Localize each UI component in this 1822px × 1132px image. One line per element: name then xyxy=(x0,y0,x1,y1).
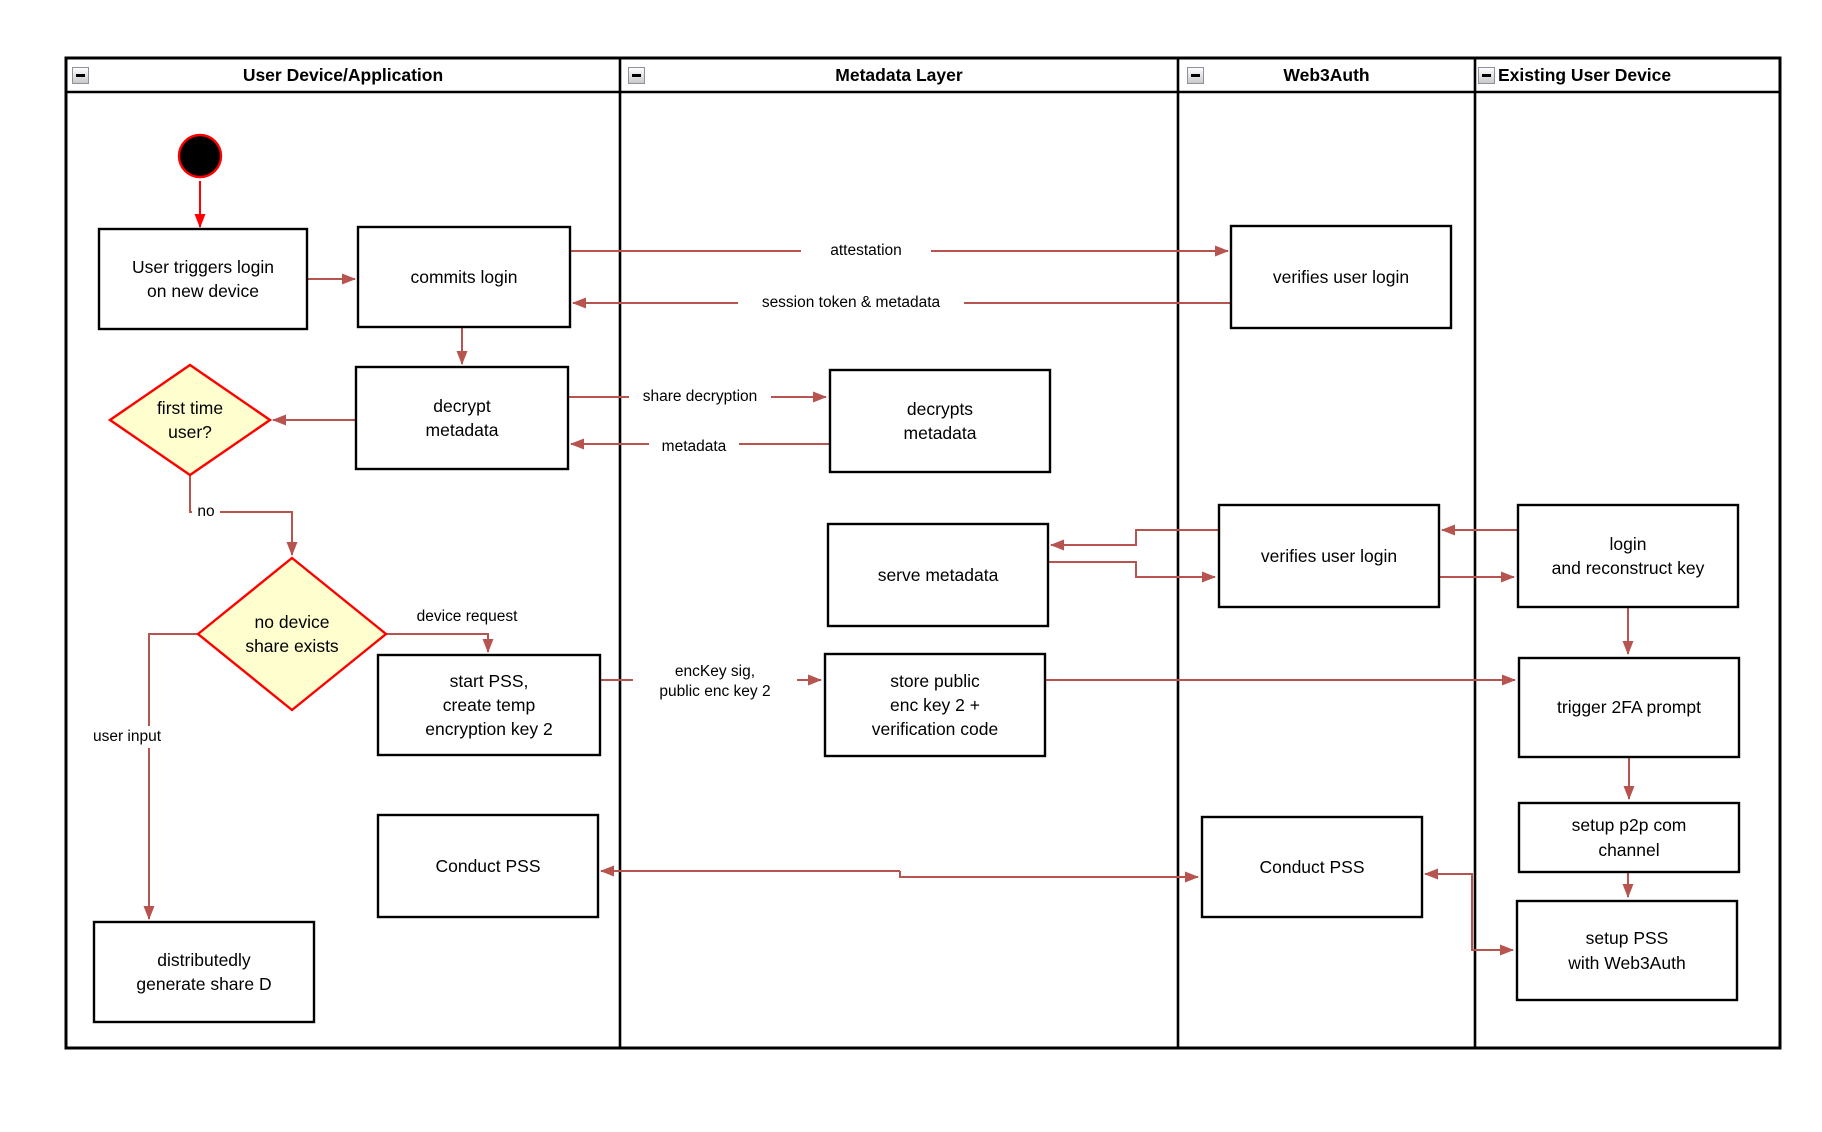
edge-verifies-to-serve xyxy=(1050,529,1219,551)
node-commits-login[interactable] xyxy=(356,225,572,329)
collapse-lane-button-metadata-layer[interactable] xyxy=(628,67,645,84)
collapse-lane-button-user-device[interactable] xyxy=(72,67,89,84)
node-decrypts-metadata[interactable] xyxy=(828,368,1052,474)
node-verifies-user-login-top[interactable] xyxy=(1229,224,1453,330)
node-trigger-2fa[interactable] xyxy=(1517,656,1741,759)
minus-icon xyxy=(1191,74,1200,77)
edge-user-input xyxy=(143,633,198,920)
edge-device-request xyxy=(386,633,494,653)
minus-icon xyxy=(1482,74,1491,77)
node-user-triggers-login[interactable] xyxy=(97,227,309,331)
node-setup-p2p[interactable] xyxy=(1517,801,1741,874)
node-conduct-pss-web3auth[interactable] xyxy=(1200,815,1424,919)
node-setup-pss[interactable] xyxy=(1515,899,1739,1002)
collapse-lane-button-existing-user-device[interactable] xyxy=(1478,67,1495,84)
swimlane-frame xyxy=(64,56,1782,1050)
edge-conductpss-device-to-web3auth xyxy=(899,871,1199,883)
start-node[interactable] xyxy=(177,133,223,179)
collapse-lane-button-web3auth[interactable] xyxy=(1187,67,1204,84)
node-conduct-pss-device[interactable] xyxy=(376,813,600,919)
edge-conductpss-to-setuppss xyxy=(1471,874,1514,956)
edge-setuppss-to-conductpss xyxy=(1424,868,1473,950)
minus-icon xyxy=(632,74,641,77)
decision-first-time-user[interactable] xyxy=(107,363,273,477)
node-verifies-user-login-mid[interactable] xyxy=(1217,503,1441,609)
node-store-public-key[interactable] xyxy=(823,652,1047,758)
decision-no-device-share[interactable] xyxy=(196,556,388,712)
node-start-pss[interactable] xyxy=(376,653,602,757)
node-generate-share-d[interactable] xyxy=(92,920,316,1024)
node-login-reconstruct[interactable] xyxy=(1516,503,1740,609)
edge-no-branch xyxy=(189,475,298,556)
node-serve-metadata[interactable] xyxy=(826,522,1050,628)
minus-icon xyxy=(76,74,85,77)
edge-serve-to-verifies xyxy=(1048,561,1216,583)
node-decrypt-metadata[interactable] xyxy=(354,365,570,471)
